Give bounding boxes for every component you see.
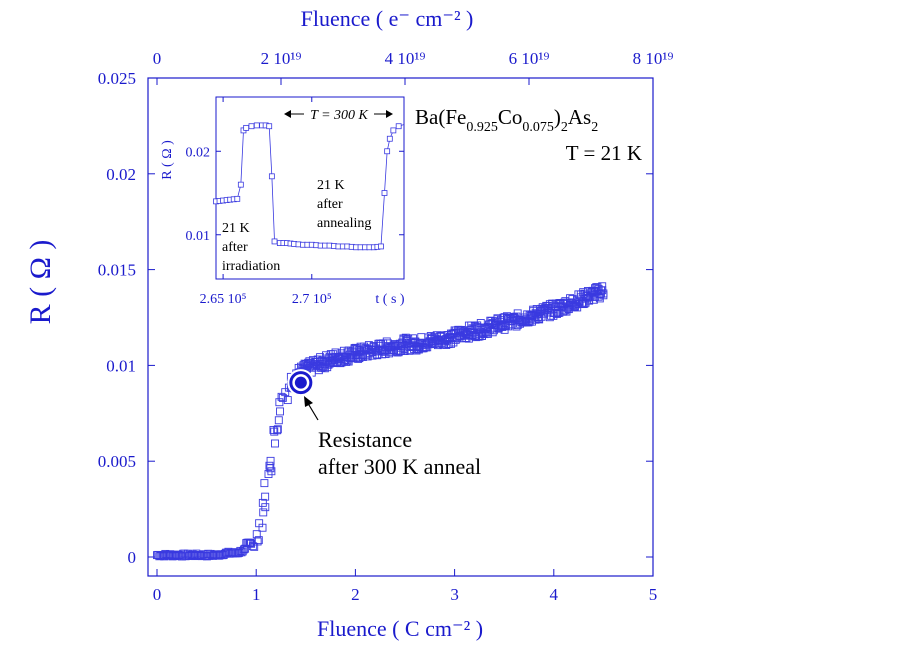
x-tick-label: 3	[450, 585, 459, 604]
main-point	[278, 393, 287, 402]
inset-point	[268, 173, 275, 180]
x-tick-label: 1	[252, 585, 261, 604]
anneal-arrow-head	[304, 396, 313, 407]
top-tick-label: 0	[153, 49, 162, 68]
y-tick-label: 0.02	[106, 165, 136, 184]
inset-y-tick-label: 0.02	[186, 145, 211, 160]
top-axis-label: Fluence ( e⁻ cm⁻² )	[301, 6, 474, 31]
inset-ticks: 2.65 10⁵ 2.7 10⁵ 0.01 0.02	[186, 97, 404, 307]
main-point	[267, 467, 276, 476]
x-tick-label: 0	[153, 585, 162, 604]
main-point	[271, 439, 279, 448]
inset-x-label: t ( s )	[375, 292, 405, 307]
inset-point	[390, 127, 397, 134]
plot-frame	[147, 77, 654, 577]
x-tick-label: 4	[550, 585, 559, 604]
main-point	[261, 492, 270, 501]
main-point	[274, 416, 283, 425]
inset-point	[386, 135, 393, 142]
inset-point	[248, 123, 255, 130]
t300-arrowhead-left	[284, 110, 291, 118]
main-point	[261, 503, 270, 512]
main-data-points	[153, 282, 608, 561]
inset-y-label: R ( Ω )	[160, 140, 175, 180]
inset-point	[266, 123, 273, 130]
main-point	[276, 407, 284, 416]
t300-label: T = 300 K	[310, 108, 368, 123]
compound-formula: Ba(Fe0.925Co0.075)2As2	[415, 105, 598, 135]
inset-point	[237, 181, 244, 188]
y-tick-label: 0.01	[106, 356, 136, 375]
inset-point	[234, 195, 241, 202]
main-point	[265, 461, 274, 470]
anneal-label-line1: Resistance	[318, 427, 412, 452]
main-point	[258, 523, 267, 532]
main-point	[599, 291, 608, 300]
inset-x-tick-label: 2.65 10⁵	[200, 292, 247, 307]
inset-point	[381, 190, 388, 196]
x-tick-label: 2	[351, 585, 360, 604]
inset-x-tick-label: 2.7 10⁵	[292, 292, 332, 307]
top-tick-label: 8 10¹⁹	[633, 49, 674, 68]
x-axis-label: Fluence ( C cm⁻² )	[317, 616, 483, 641]
anneal-highlight-point	[287, 369, 315, 397]
main-point	[248, 542, 257, 551]
y-tick-label: 0.025	[98, 69, 136, 88]
inset-point	[384, 148, 391, 155]
main-point	[253, 537, 262, 546]
inset-point	[253, 122, 260, 129]
main-point	[273, 426, 282, 435]
main-point	[254, 536, 263, 545]
top-tick-label: 2 10¹⁹	[261, 49, 302, 68]
inset-label-annealing: 21 K after annealing	[317, 178, 371, 231]
inset-y-tick-label: 0.01	[186, 229, 211, 244]
y-axis-label: R ( Ω )	[24, 240, 57, 325]
inset-point	[395, 123, 402, 130]
main-point	[258, 498, 267, 507]
main-point	[264, 470, 273, 479]
x-tick-label: 5	[649, 585, 658, 604]
main-point	[266, 456, 275, 465]
temperature-label: T = 21 K	[566, 141, 642, 165]
top-tick-label: 4 10¹⁹	[385, 49, 426, 68]
inset-point	[271, 238, 278, 245]
main-point	[400, 347, 409, 356]
main-point	[260, 479, 269, 488]
main-point	[238, 547, 247, 556]
y-tick-label: 0.005	[98, 452, 136, 471]
highlight-dot	[294, 376, 307, 389]
anneal-label-line2: after 300 K anneal	[318, 454, 481, 479]
main-point	[273, 425, 282, 434]
main-point	[589, 295, 598, 304]
main-point	[447, 339, 455, 348]
inset-point	[243, 124, 250, 131]
y-tick-label: 0.015	[98, 261, 136, 280]
main-ticks: 0 1 2 3 4 5 0 0.005 0.01 0.015 0.02 0.025 0 2 10¹⁹ 4 1…	[98, 49, 674, 604]
main-point	[283, 396, 292, 405]
t300-arrowhead-right	[386, 110, 393, 118]
main-point	[259, 508, 268, 517]
top-tick-label: 6 10¹⁹	[509, 49, 550, 68]
inset-label-irradiation: 21 K after irradiation	[222, 221, 280, 274]
inset-data-points	[213, 122, 405, 251]
y-tick-label: 0	[128, 548, 137, 567]
inset-point	[378, 243, 384, 250]
